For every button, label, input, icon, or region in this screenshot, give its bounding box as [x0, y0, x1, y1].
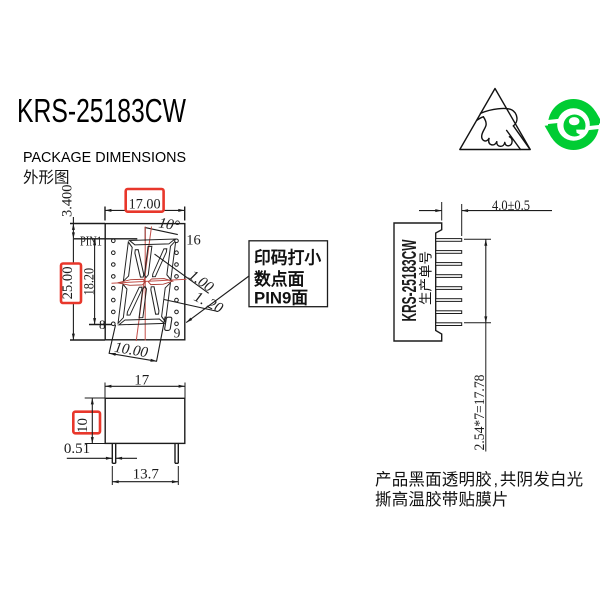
svg-text:PIN1: PIN1 — [80, 235, 102, 250]
svg-text:产品黑面透明胶 , 共阴发白光: 产品黑面透明胶 , 共阴发白光 — [375, 470, 583, 489]
svg-text:10°: 10° — [157, 215, 180, 234]
svg-text:外形图: 外形图 — [23, 169, 70, 187]
svg-text:10: 10 — [75, 418, 91, 433]
svg-text:9: 9 — [174, 326, 181, 341]
svg-text:4.0±0.5: 4.0±0.5 — [492, 198, 530, 214]
svg-text:PIN9面: PIN9面 — [254, 289, 308, 308]
svg-text:10.00: 10.00 — [113, 340, 149, 361]
svg-text:8: 8 — [99, 317, 106, 332]
svg-text:印码打小: 印码打小 — [254, 248, 321, 268]
svg-text:数点面: 数点面 — [254, 269, 305, 289]
svg-text:16: 16 — [186, 232, 201, 248]
svg-text:17.00: 17.00 — [129, 197, 161, 213]
svg-text:18.20: 18.20 — [82, 268, 98, 296]
svg-text:PACKAGE DIMENSIONS: PACKAGE DIMENSIONS — [23, 150, 186, 166]
svg-text:25.00: 25.00 — [60, 266, 76, 299]
svg-text:KRS-25183CW: KRS-25183CW — [17, 92, 187, 129]
svg-text:KRS-25183CW: KRS-25183CW — [399, 239, 421, 321]
svg-text:13.7: 13.7 — [133, 467, 160, 483]
svg-text:3.400: 3.400 — [59, 185, 75, 218]
svg-text:2.54*7=17.78: 2.54*7=17.78 — [472, 375, 488, 451]
svg-text:17: 17 — [134, 373, 150, 389]
svg-text:撕高温胶带贴膜片: 撕高温胶带贴膜片 — [375, 490, 509, 509]
svg-text:生产单号: 生产单号 — [419, 251, 434, 305]
svg-text:0.51: 0.51 — [64, 441, 90, 457]
